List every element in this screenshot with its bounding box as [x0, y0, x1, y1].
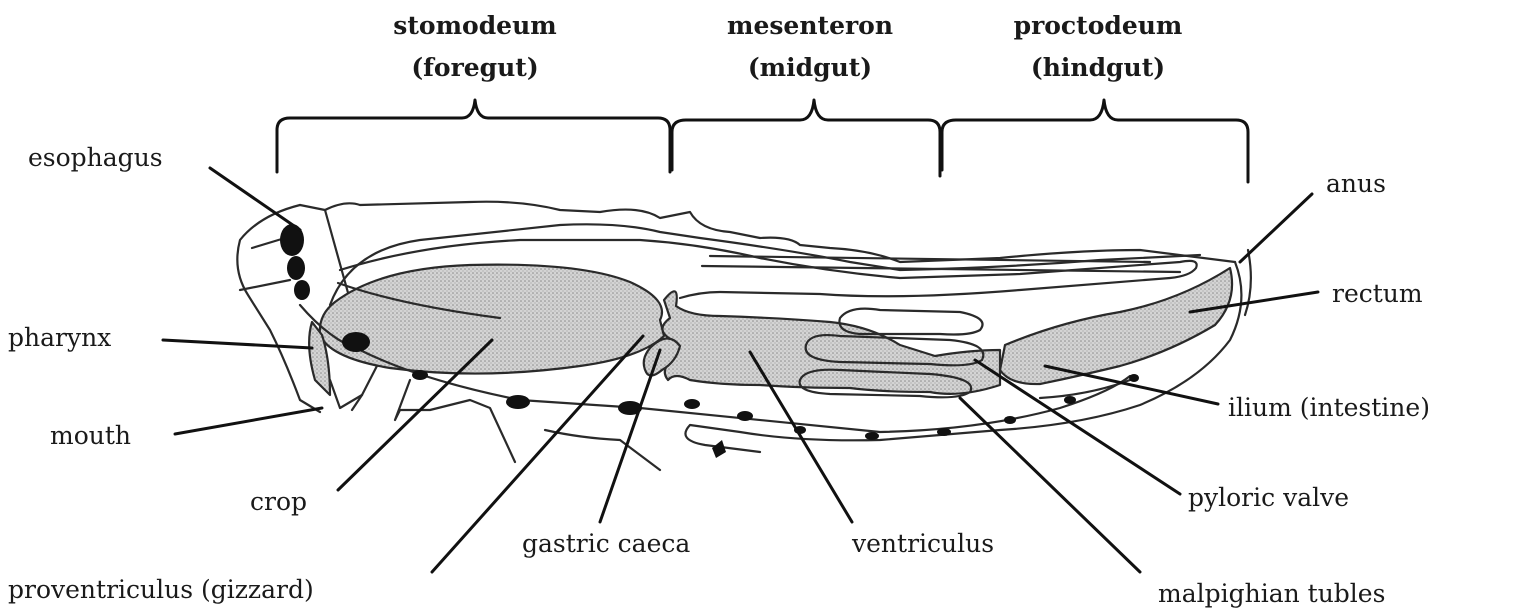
- midgut-brace: [672, 100, 940, 176]
- crop-organ: [320, 265, 664, 374]
- rectum-label: rectum: [1332, 279, 1423, 308]
- esophagus-label: esophagus: [28, 143, 163, 172]
- anus-label: anus: [1326, 169, 1386, 198]
- hindgut-region-label: proctodeum: [1014, 11, 1183, 40]
- midgut-region-sublabel: (midgut): [748, 53, 872, 82]
- anus-leader: [1240, 194, 1312, 262]
- midgut-region-label: mesenteron: [727, 11, 893, 40]
- crop-label: crop: [250, 487, 307, 516]
- foregut-region-sublabel: (foregut): [411, 53, 538, 82]
- rectum-organ: [1000, 268, 1232, 384]
- mouth-leader: [175, 408, 322, 434]
- ventriculus-organ: [662, 291, 1000, 394]
- pharynx-label: pharynx: [8, 323, 111, 352]
- hindgut-region-sublabel: (hindgut): [1031, 53, 1165, 82]
- malpighian-label: malpighian tubles: [1158, 579, 1385, 608]
- foregut-region-label: stomodeum: [393, 11, 556, 40]
- hindgut-brace: [942, 100, 1248, 182]
- gastric-caeca-label: gastric caeca: [522, 529, 690, 558]
- ventriculus-label: ventriculus: [851, 529, 994, 558]
- esophagus-leader: [210, 168, 300, 230]
- mouth-label: mouth: [50, 421, 131, 450]
- ilium-label: ilium (intestine): [1228, 393, 1430, 422]
- pharynx-leader: [163, 340, 312, 348]
- pyloric-label: pyloric valve: [1188, 483, 1349, 512]
- proventriculus-label: proventriculus (gizzard): [8, 575, 314, 604]
- foregut-brace: [277, 100, 670, 172]
- pyloric-leader: [975, 360, 1180, 494]
